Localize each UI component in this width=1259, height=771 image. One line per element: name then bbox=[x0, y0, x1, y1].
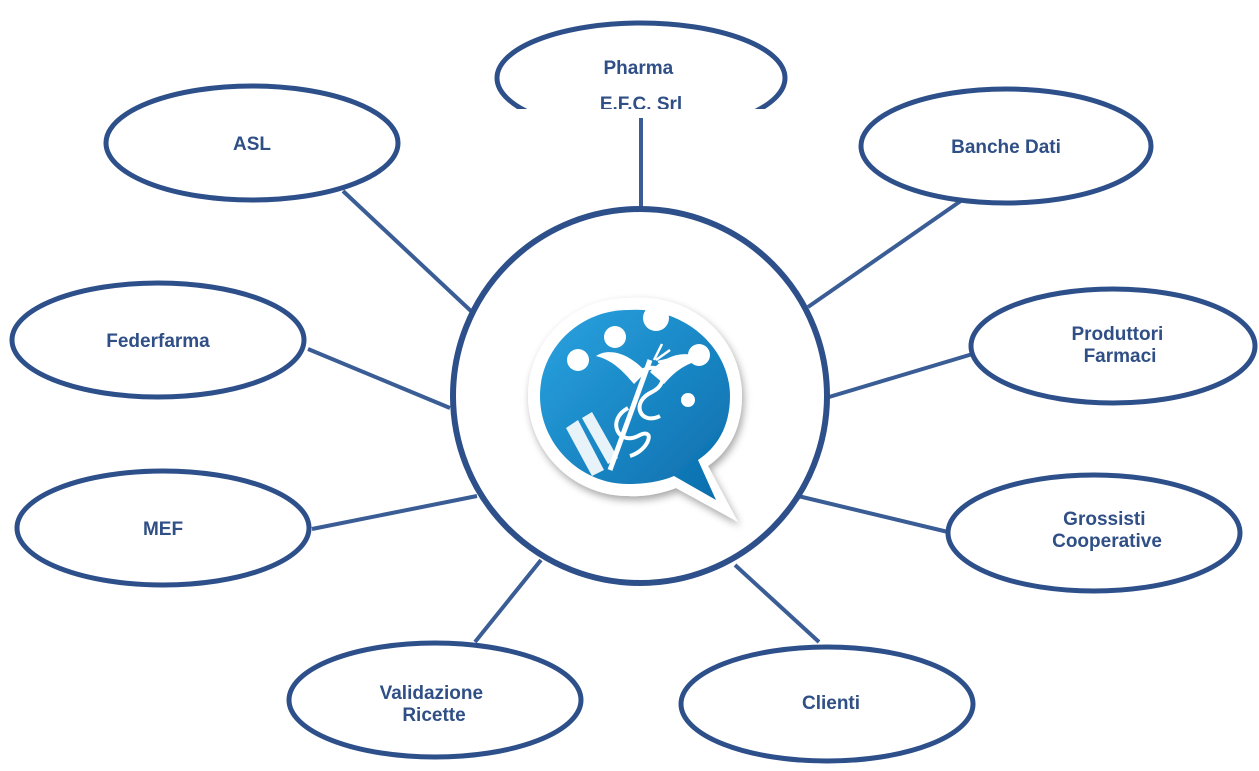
node-clienti: Clienti bbox=[678, 644, 976, 764]
node-grossisti-line2: Cooperative bbox=[1052, 531, 1162, 552]
connector-asl bbox=[341, 189, 474, 314]
caduceus-logo-icon bbox=[528, 297, 742, 522]
node-produttori-label: Produttori Farmaci bbox=[1071, 324, 1168, 367]
node-pharma: Pharma E.F.C. Srl bbox=[494, 20, 788, 115]
node-mef-label: MEF bbox=[143, 519, 183, 540]
node-federfarma-ellipse bbox=[9, 280, 307, 400]
node-clienti-label: Clienti bbox=[802, 693, 860, 714]
node-federfarma: Federfarma bbox=[9, 280, 307, 400]
node-produttori-ellipse bbox=[968, 286, 1258, 406]
connectors bbox=[307, 118, 977, 644]
connector-validazione bbox=[473, 558, 543, 644]
node-validazione-line2: Ricette bbox=[402, 705, 465, 726]
connector-grossisti bbox=[797, 494, 949, 534]
node-pharma-line2: E.F.C. Srl bbox=[600, 94, 682, 115]
node-validazione-ellipse bbox=[286, 640, 584, 760]
node-asl: ASL bbox=[103, 83, 401, 203]
node-validazione-label: Validazione Ricette bbox=[380, 683, 489, 726]
node-grossisti-label: Grossisti Cooperative bbox=[1052, 509, 1162, 552]
node-grossisti-cooperative: Grossisti Cooperative bbox=[945, 472, 1243, 594]
node-federfarma-label: Federfarma bbox=[106, 331, 210, 352]
node-mef: MEF bbox=[14, 468, 312, 588]
node-produttori-farmaci: Produttori Farmaci bbox=[968, 286, 1258, 406]
node-validazione-ricette: Validazione Ricette bbox=[286, 640, 584, 760]
node-grossisti-line1: Grossisti bbox=[1063, 509, 1145, 530]
node-pharma-label: Pharma E.F.C. Srl bbox=[600, 58, 682, 115]
node-asl-ellipse bbox=[103, 83, 401, 203]
node-grossisti-ellipse bbox=[945, 472, 1243, 594]
node-produttori-line1: Produttori bbox=[1071, 324, 1163, 345]
node-validazione-line1: Validazione bbox=[380, 683, 483, 704]
node-asl-label: ASL bbox=[233, 134, 271, 155]
node-mef-ellipse bbox=[14, 468, 312, 588]
node-banche-dati: Banche Dati bbox=[858, 86, 1154, 206]
node-produttori-line2: Farmaci bbox=[1084, 346, 1157, 367]
connector-banche bbox=[806, 196, 967, 309]
connector-mef bbox=[311, 494, 478, 531]
connector-federfarma bbox=[307, 347, 451, 410]
connector-clienti bbox=[733, 563, 821, 644]
node-clienti-ellipse bbox=[678, 644, 976, 764]
node-banche-dati-ellipse bbox=[858, 86, 1154, 206]
node-pharma-line1: Pharma bbox=[604, 58, 674, 79]
connector-produttori bbox=[828, 351, 977, 399]
node-banche-dati-label: Banche Dati bbox=[951, 137, 1061, 158]
node-pharma-ellipse bbox=[494, 20, 788, 109]
